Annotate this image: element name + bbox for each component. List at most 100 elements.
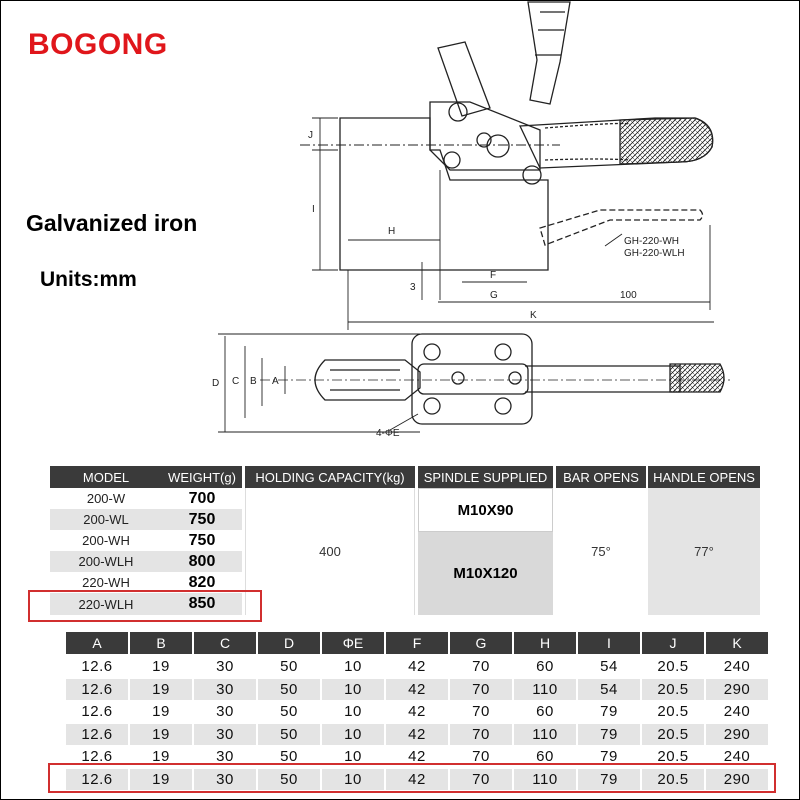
material-label: Galvanized iron bbox=[26, 210, 198, 236]
dim-table-cell: 10 bbox=[322, 656, 384, 678]
dim-header-cell: ΦE bbox=[322, 632, 384, 654]
dim-table-cell: 290 bbox=[706, 768, 768, 790]
spec-weight-cell: 820 bbox=[162, 572, 242, 593]
spec-header-handle-opens: HANDLE OPENS bbox=[648, 466, 760, 488]
spec-header-weight: WEIGHT(g) bbox=[162, 466, 242, 488]
spindle-shape bbox=[527, 1, 571, 105]
model-label-wlh: GH-220-WLH bbox=[624, 248, 685, 259]
dim-table-cell: 50 bbox=[258, 768, 320, 790]
spec-weight-cell: 750 bbox=[162, 509, 242, 530]
dim-label-b: B bbox=[250, 376, 257, 387]
dim-table-cell: 79 bbox=[578, 701, 640, 723]
dim-table-cell: 12.6 bbox=[66, 768, 128, 790]
dim-table-cell: 20.5 bbox=[642, 746, 704, 768]
dim-table-cell: 240 bbox=[706, 746, 768, 768]
spec-model-cell: 220-WH bbox=[50, 572, 162, 593]
clamp-technical-drawing: J I H F G 3 100 K D C B A 4-ΦE GH-220-WH… bbox=[212, 1, 730, 439]
handle-opens-value: 77° bbox=[648, 488, 760, 615]
dim-table-cell: 42 bbox=[386, 656, 448, 678]
dim-table-cell: 19 bbox=[130, 746, 192, 768]
highlight-box-spec bbox=[28, 590, 262, 622]
dim-table-cell: 110 bbox=[514, 678, 576, 700]
spec-model-cell: 200-WH bbox=[50, 530, 162, 551]
spec-weight-cell: 700 bbox=[162, 488, 242, 509]
spindle-value-long: M10X120 bbox=[418, 532, 553, 615]
dim-label-f: F bbox=[490, 270, 496, 281]
dim-table-cell: 19 bbox=[130, 678, 192, 700]
dim-label-k: K bbox=[530, 310, 537, 321]
dim-label-i: I bbox=[312, 204, 315, 215]
holding-capacity-value: 400 bbox=[245, 488, 415, 615]
spec-header-model: MODEL bbox=[50, 466, 162, 488]
dim-header-cell: K bbox=[706, 632, 768, 654]
dim-table-cell: 19 bbox=[130, 656, 192, 678]
dim-table-cell: 50 bbox=[258, 746, 320, 768]
dim-table-cell: 10 bbox=[322, 701, 384, 723]
clamp-arm-top bbox=[314, 359, 421, 401]
dim-table-cell: 20.5 bbox=[642, 768, 704, 790]
dim-table-cell: 12.6 bbox=[66, 678, 128, 700]
dim-table-cell: 42 bbox=[386, 723, 448, 745]
dim-label-g: G bbox=[490, 290, 498, 301]
dim-table-cell: 70 bbox=[450, 746, 512, 768]
dim-table-cell: 70 bbox=[450, 701, 512, 723]
spec-header-holding: HOLDING CAPACITY(kg) bbox=[245, 466, 415, 488]
dim-table-cell: 10 bbox=[322, 768, 384, 790]
dim-label-c: C bbox=[232, 376, 239, 387]
spec-rows: 200-W 700 200-WL 750 200-WH 750 200-WLH … bbox=[50, 488, 242, 618]
dim-table-cell: 12.6 bbox=[66, 656, 128, 678]
dim-table-cell: 30 bbox=[194, 701, 256, 723]
dim-table-cell: 12.6 bbox=[66, 701, 128, 723]
spec-model-cell: 200-W bbox=[50, 488, 162, 509]
dim-table-cell: 30 bbox=[194, 723, 256, 745]
dim-table-cell: 19 bbox=[130, 768, 192, 790]
dim-label-d: D bbox=[212, 378, 219, 389]
dim-label-j: J bbox=[308, 130, 313, 141]
dim-table-cell: 30 bbox=[194, 746, 256, 768]
spec-weight-cell: 750 bbox=[162, 530, 242, 551]
dim-header-cell: G bbox=[450, 632, 512, 654]
dim-label-100: 100 bbox=[620, 290, 637, 301]
spec-model-cell: 200-WL bbox=[50, 509, 162, 530]
dim-table-cell: 12.6 bbox=[66, 746, 128, 768]
dim-table-cell: 42 bbox=[386, 768, 448, 790]
dim-table-cell: 20.5 bbox=[642, 678, 704, 700]
model-label-wh: GH-220-WH bbox=[624, 236, 679, 247]
highlight-box-dims bbox=[48, 763, 776, 793]
dim-table-cell: 20.5 bbox=[642, 723, 704, 745]
dim-table-cell: 42 bbox=[386, 746, 448, 768]
dim-table-cell: 60 bbox=[514, 656, 576, 678]
dim-header-cell: I bbox=[578, 632, 640, 654]
dim-table-cell: 290 bbox=[706, 723, 768, 745]
dim-table-cell: 30 bbox=[194, 656, 256, 678]
dim-table-cell: 30 bbox=[194, 678, 256, 700]
spec-model-cell: 220-WLH bbox=[50, 593, 162, 615]
dim-header-cell: D bbox=[258, 632, 320, 654]
dim-table-cell: 70 bbox=[450, 678, 512, 700]
dim-table-cell: 50 bbox=[258, 723, 320, 745]
units-label: Units:mm bbox=[40, 268, 137, 291]
dim-table-cell: 240 bbox=[706, 701, 768, 723]
bar-opens-value: 75° bbox=[556, 488, 646, 615]
dim-table-cell: 79 bbox=[578, 746, 640, 768]
dim-table-cell: 240 bbox=[706, 656, 768, 678]
dim-header-cell: A bbox=[66, 632, 128, 654]
dim-table-cell: 50 bbox=[258, 701, 320, 723]
dim-table-cell: 12.6 bbox=[66, 723, 128, 745]
dim-header-cell: B bbox=[130, 632, 192, 654]
dim-table-cell: 70 bbox=[450, 768, 512, 790]
dim-table-cell: 10 bbox=[322, 678, 384, 700]
dim-label-h: H bbox=[388, 226, 395, 237]
dim-table-cell: 20.5 bbox=[642, 701, 704, 723]
dim-table-cell: 290 bbox=[706, 678, 768, 700]
dim-label-hole: 4-ΦE bbox=[376, 428, 400, 439]
dim-table-cell: 20.5 bbox=[642, 656, 704, 678]
dim-table-cell: 110 bbox=[514, 768, 576, 790]
dim-table-cell: 110 bbox=[514, 723, 576, 745]
spec-model-cell: 200-WLH bbox=[50, 551, 162, 572]
dim-header-cell: F bbox=[386, 632, 448, 654]
dim-header-cell: H bbox=[514, 632, 576, 654]
dim-table-cell: 42 bbox=[386, 701, 448, 723]
spec-weight-cell: 850 bbox=[162, 593, 242, 615]
dim-table-cell: 30 bbox=[194, 768, 256, 790]
